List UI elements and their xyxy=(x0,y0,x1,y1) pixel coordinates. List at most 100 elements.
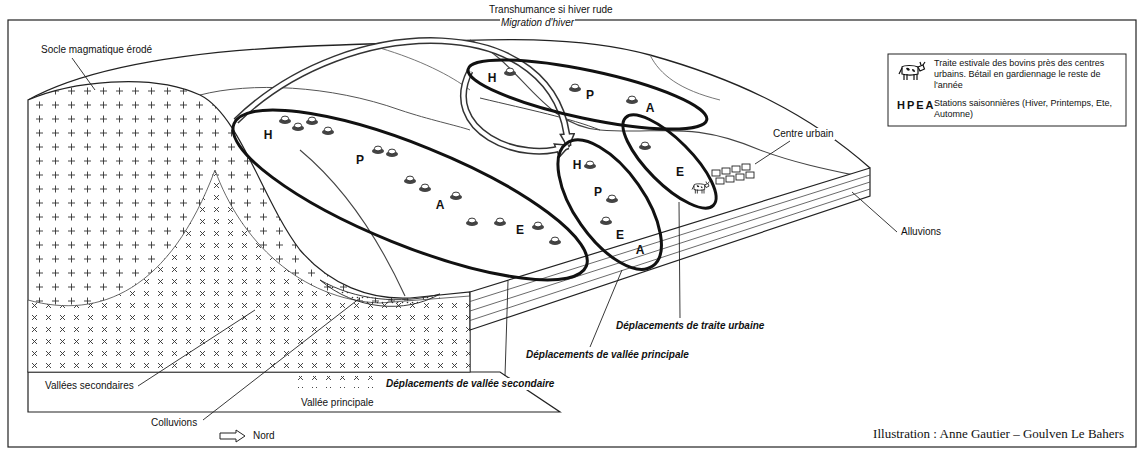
weathered-marks xyxy=(290,376,376,388)
station-letter: E xyxy=(516,224,524,236)
strata-lines xyxy=(470,175,870,321)
base-plane xyxy=(28,372,560,412)
loop-outline xyxy=(619,111,720,212)
drawing-part xyxy=(590,270,622,347)
drawing-part xyxy=(386,149,398,157)
layer-label: Alluvions xyxy=(900,226,942,238)
ridge-line xyxy=(200,87,470,130)
herder-huts xyxy=(279,68,651,245)
drawing-part xyxy=(466,218,478,226)
loop-ellipse xyxy=(463,46,712,144)
station-letter: P xyxy=(356,154,364,166)
drawing-part xyxy=(712,170,720,176)
station-letter: A xyxy=(436,199,445,211)
ridge-line xyxy=(380,48,470,90)
valley-loop: H P EA xyxy=(554,136,665,273)
station-letter: E xyxy=(676,166,684,178)
drawing-part xyxy=(494,218,506,226)
valley-loop: H P A xyxy=(464,56,711,133)
drawing-part xyxy=(504,68,516,76)
place-label: Centre urbain xyxy=(772,128,835,140)
leader-lines xyxy=(72,58,897,420)
drawing-part xyxy=(726,176,734,182)
station-letter: P xyxy=(594,186,602,198)
arrow-outline xyxy=(236,41,568,146)
station-letter: E xyxy=(616,229,624,241)
station-letter: H xyxy=(488,72,497,84)
valley-label: Vallée principale xyxy=(300,397,375,409)
loop-outline xyxy=(554,136,665,273)
rock-label: Socle magmatique érodé xyxy=(40,44,153,56)
legend-key: HPEA xyxy=(896,99,937,111)
magmatic-bedrock xyxy=(28,82,470,372)
drawing-part xyxy=(732,166,740,172)
legend-text: Traite estivale des bovins près des cent… xyxy=(934,58,1118,91)
arrow-body xyxy=(236,41,568,146)
north-arrow xyxy=(220,430,245,442)
station-letter: A xyxy=(646,102,655,114)
loop-label: Déplacements de vallée principale xyxy=(525,349,690,361)
direction-label: Nord xyxy=(252,430,276,442)
drawing-part xyxy=(606,195,618,203)
weathered-zone xyxy=(28,170,470,372)
layer-label: Colluvions xyxy=(150,417,198,429)
legend-cow-icon xyxy=(899,62,925,80)
station-letter: H xyxy=(264,129,273,141)
drawing-part xyxy=(584,161,596,169)
loop-ellipse xyxy=(538,123,681,286)
drawing-part xyxy=(505,281,508,376)
drawing-part xyxy=(279,116,291,124)
valley-label: Vallées secondaires xyxy=(44,380,135,392)
drawing-part xyxy=(600,217,612,225)
drawing-part xyxy=(852,192,897,232)
drawing-part xyxy=(404,176,416,184)
loop-ellipse xyxy=(215,77,605,312)
legend-text: Stations saisonnières (Hiver, Printemps,… xyxy=(934,98,1118,120)
urban-buildings xyxy=(712,164,754,184)
transhumance-arrow xyxy=(236,41,568,146)
drawing-part xyxy=(138,310,255,386)
drawing-part xyxy=(306,117,318,125)
drawing-part xyxy=(72,58,95,90)
drawing-part xyxy=(322,127,334,135)
station-letter: A xyxy=(636,244,645,256)
drawing-part xyxy=(419,184,431,192)
drawing-part xyxy=(292,123,304,131)
drawing-part xyxy=(742,164,750,170)
block-top-outline xyxy=(28,39,870,168)
colluvium-lens xyxy=(320,280,440,306)
drawing-part xyxy=(549,237,561,245)
loop-outline xyxy=(229,106,591,284)
drawing-part xyxy=(736,174,744,180)
section-face xyxy=(28,82,470,372)
drawing-part xyxy=(639,142,651,150)
drawing-part xyxy=(679,202,680,318)
cow-icon xyxy=(692,182,709,194)
drawing-part xyxy=(716,178,724,184)
drawing-part xyxy=(626,96,638,104)
drawing-part xyxy=(722,168,730,174)
drawing-part xyxy=(532,222,544,230)
loop-label: Déplacements de vallée secondaire xyxy=(385,378,555,390)
valley-loop: E xyxy=(619,111,720,212)
station-letter: P xyxy=(586,89,594,101)
river xyxy=(480,98,600,130)
migration-label: Transhumance si hiver rude xyxy=(488,4,614,16)
valley-loop: H P A E xyxy=(229,106,591,284)
drawing-part xyxy=(569,84,581,92)
credit-text: Illustration : Anne Gautier – Goulven Le… xyxy=(872,426,1125,441)
station-letter: H xyxy=(573,159,582,171)
drawing-part xyxy=(746,172,754,178)
drawing-part xyxy=(372,146,384,154)
loop-label: Déplacements de traite urbaine xyxy=(615,320,765,332)
drawing-part xyxy=(450,192,462,200)
figure-frame xyxy=(8,20,1136,447)
ridge-line xyxy=(650,55,720,100)
drawing-part xyxy=(290,376,376,388)
migration-label: Migration d'hiver xyxy=(500,17,575,29)
weathered-zone-pattern xyxy=(28,170,470,372)
drawing-part xyxy=(755,141,790,164)
loop-ellipse xyxy=(611,103,730,222)
legend-box xyxy=(888,54,1126,126)
